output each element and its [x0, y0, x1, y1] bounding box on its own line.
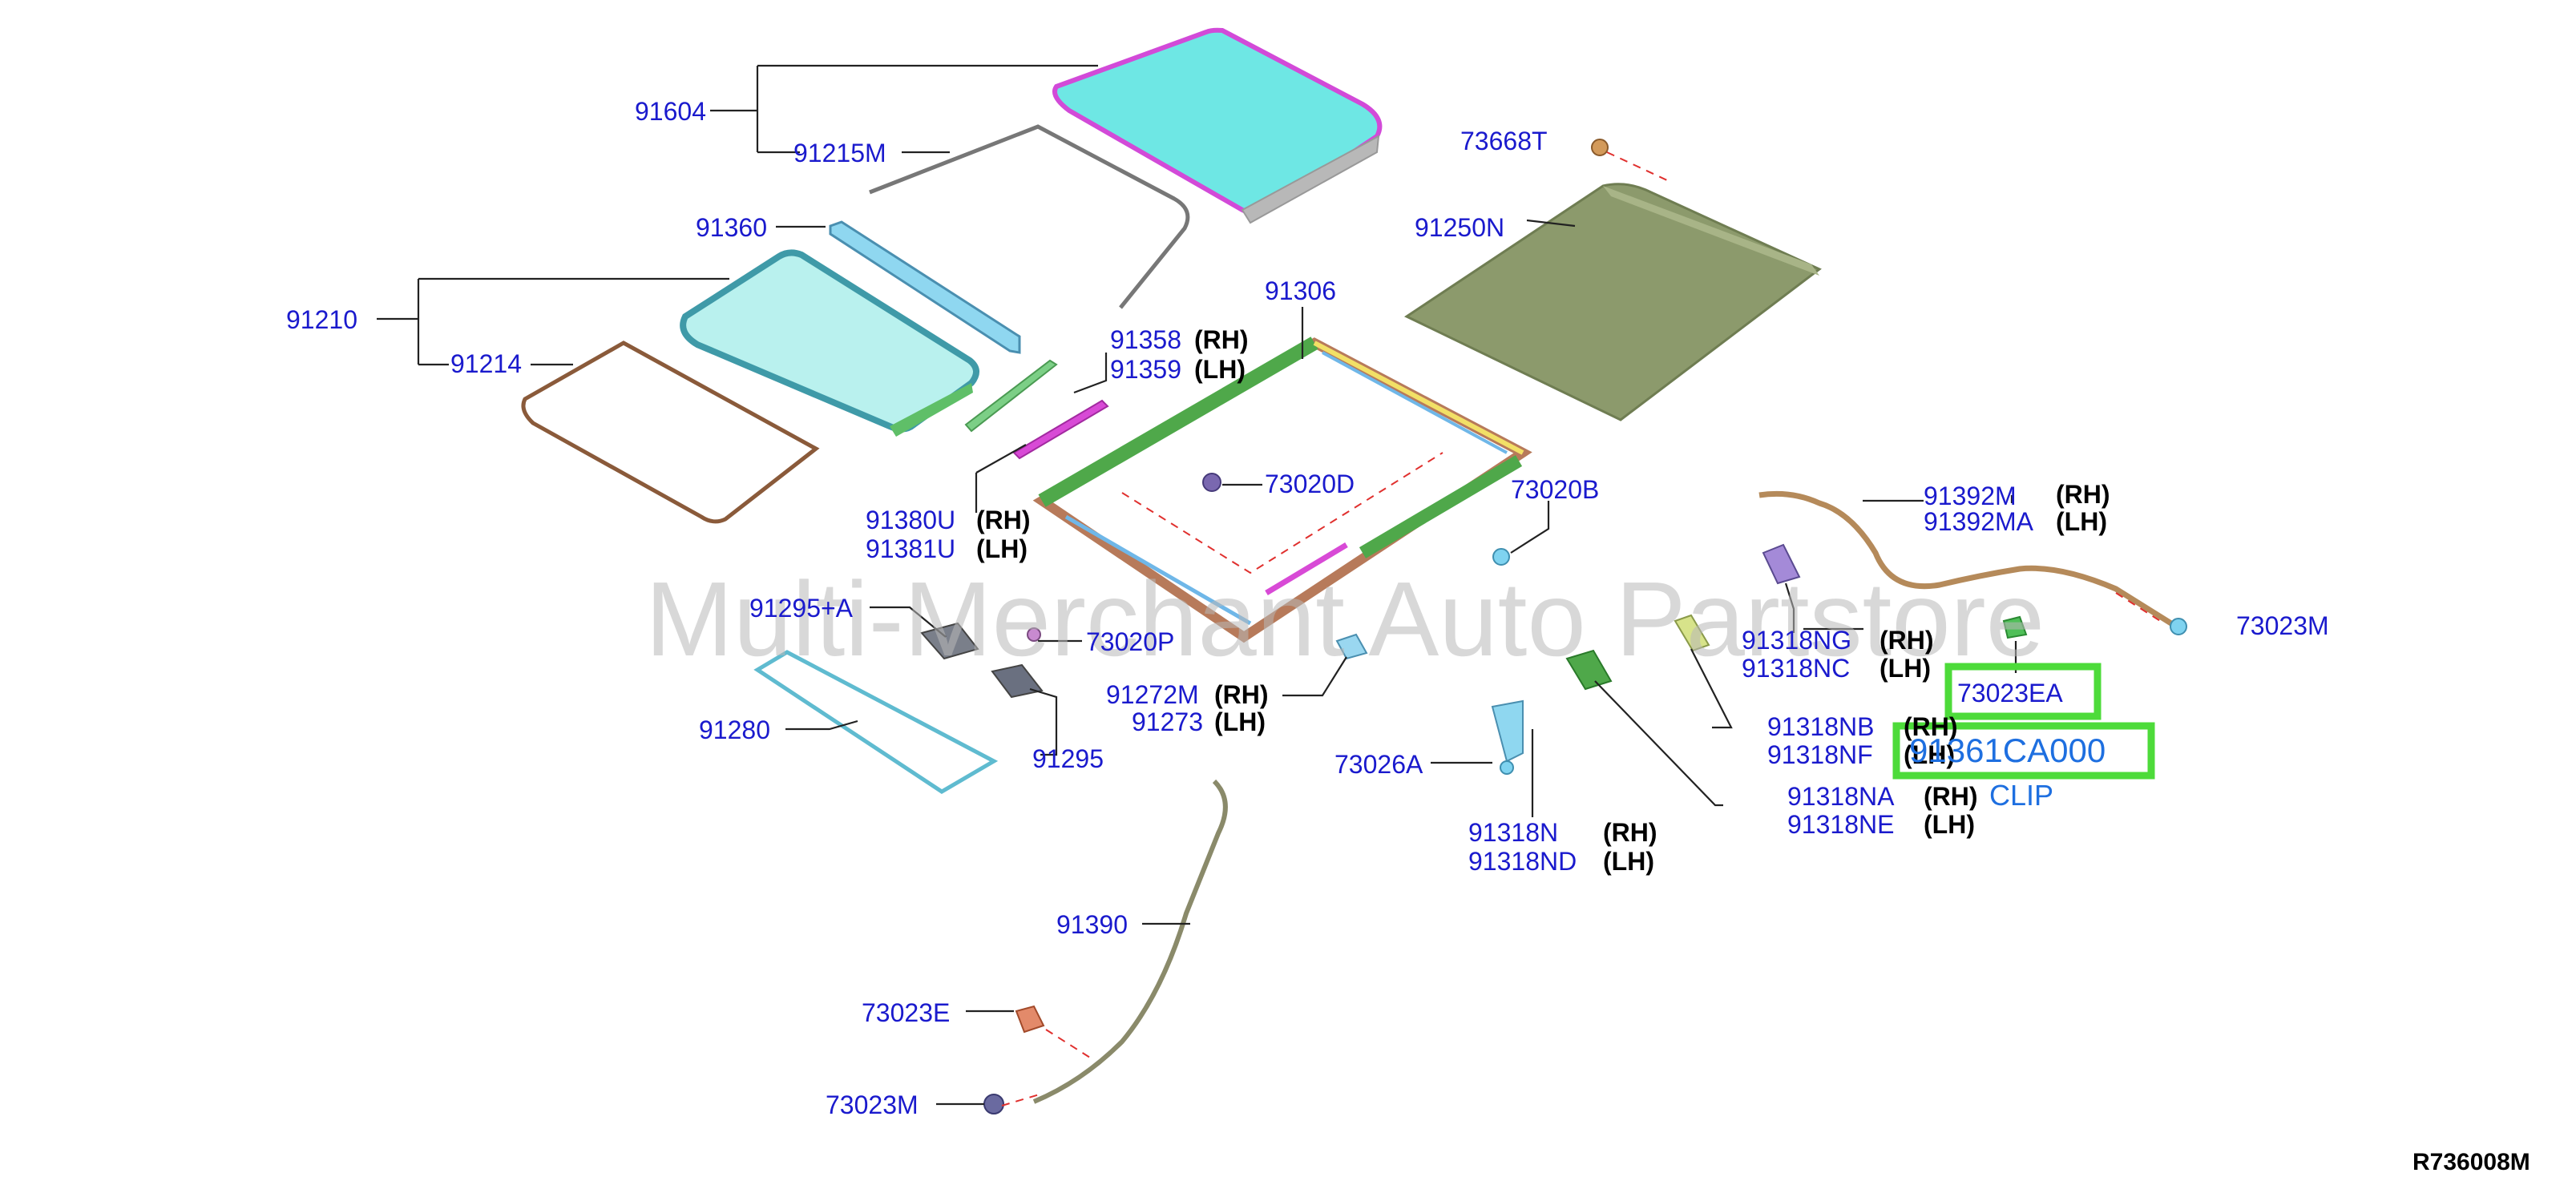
rail-91358-part: [964, 359, 1058, 433]
guide-91318nb-part: [1674, 614, 1710, 652]
motor-91295-part: [920, 622, 1044, 699]
label-91318nd[interactable]: 91318ND: [1468, 847, 1577, 876]
label-73023m-right[interactable]: 73023M: [2236, 611, 2329, 640]
label-91318nb-side: (RH): [1904, 712, 1958, 741]
diagram-ref-code: R736008M: [2412, 1149, 2530, 1175]
label-91318na-side: (RH): [1924, 782, 1978, 811]
clip-73026a-part: [1500, 760, 1514, 775]
frame-91306-part: [1032, 337, 1532, 643]
label-91215m[interactable]: 91215M: [793, 139, 886, 167]
cable-91392m-part: [1758, 490, 2175, 627]
label-91318nf-side: (LH): [1904, 740, 1955, 769]
seal-91215m-part: [869, 124, 1190, 309]
highlight-box-73023ea: [1944, 663, 2102, 720]
label-91272m-side: (RH): [1214, 680, 1269, 709]
label-91392m[interactable]: 91392M: [1924, 482, 2017, 510]
label-clip-desc: CLIP: [1989, 779, 2053, 812]
bolt-73020p-part: [1027, 627, 1041, 642]
label-91295[interactable]: 91295: [1032, 744, 1104, 773]
label-91359[interactable]: 91359: [1110, 355, 1181, 384]
leader-lines: [377, 64, 2165, 1106]
label-91359-side: (LH): [1194, 355, 1246, 384]
label-91380u-side: (RH): [976, 506, 1031, 534]
label-91392ma[interactable]: 91392MA: [1924, 507, 2034, 536]
seal-91214-part: [521, 341, 820, 524]
label-91380u[interactable]: 91380U: [866, 506, 955, 534]
label-91318nf[interactable]: 91318NF: [1767, 740, 1873, 769]
label-91358-side: (RH): [1194, 325, 1249, 354]
guide-91318ng-part: [1762, 543, 1801, 585]
label-73023e[interactable]: 73023E: [862, 998, 950, 1027]
label-91318nc[interactable]: 91318NC: [1742, 654, 1850, 683]
watermark-text: Multi-Merchant Auto Partstore: [645, 560, 2045, 678]
label-91381u-side: (LH): [976, 534, 1028, 563]
guide-91318na-part: [1565, 649, 1613, 691]
glass-panel-91210-part: [680, 249, 979, 437]
bolt-73020d-part: [1202, 473, 1221, 492]
label-91306[interactable]: 91306: [1265, 276, 1336, 305]
label-91280[interactable]: 91280: [699, 715, 770, 744]
guide-91318n-part: [1491, 699, 1524, 763]
label-91392ma-side: (LH): [2056, 507, 2107, 536]
clip-73023ea-part: [2002, 615, 2028, 639]
label-91358[interactable]: 91358: [1110, 325, 1181, 354]
label-91273[interactable]: 91273: [1132, 707, 1203, 736]
label-91318nc-side: (LH): [1880, 654, 1931, 683]
clip-73023e-part: [1015, 1005, 1045, 1034]
label-73020b[interactable]: 73020B: [1511, 475, 1599, 504]
rail-91380u-part: [1012, 399, 1109, 460]
label-91272m[interactable]: 91272M: [1106, 680, 1199, 709]
sunshade-91250n-part: [1403, 183, 1822, 421]
bolt-73668t-part: [1591, 139, 1609, 156]
label-73668t[interactable]: 73668T: [1460, 127, 1548, 155]
label-91318ng[interactable]: 91318NG: [1742, 626, 1851, 655]
label-73026a[interactable]: 73026A: [1334, 750, 1423, 779]
label-91318ng-side: (RH): [1880, 626, 1934, 655]
label-73020d[interactable]: 73020D: [1265, 470, 1355, 498]
label-91361ca000[interactable]: 91361CA000: [1909, 732, 2106, 769]
label-73020p[interactable]: 73020P: [1086, 627, 1174, 656]
trough-91280-part: [753, 650, 999, 794]
label-91318n[interactable]: 91318N: [1468, 818, 1558, 847]
label-91392m-side: (RH): [2056, 480, 2110, 509]
label-91318n-side: (RH): [1603, 818, 1657, 847]
label-91604[interactable]: 91604: [635, 97, 706, 126]
label-91318na[interactable]: 91318NA: [1787, 782, 1895, 811]
label-91273-side: (LH): [1214, 707, 1266, 736]
deflector-91360-part: [829, 220, 1021, 354]
clip-73023m-bottom-part: [983, 1094, 1004, 1114]
label-91295a[interactable]: 91295+A: [749, 594, 854, 623]
clip-73023m-right-part: [2170, 618, 2187, 635]
label-91318nd-side: (LH): [1603, 847, 1654, 876]
label-91210[interactable]: 91210: [286, 305, 357, 334]
label-91318ne[interactable]: 91318NE: [1787, 810, 1894, 839]
bracket-91272m-part: [1335, 633, 1368, 660]
label-91214[interactable]: 91214: [450, 349, 522, 378]
label-73023m-bottom[interactable]: 73023M: [826, 1090, 919, 1119]
bolt-73020b-part: [1492, 548, 1510, 566]
label-73023ea[interactable]: 73023EA: [1957, 679, 2063, 707]
label-91318nb[interactable]: 91318NB: [1767, 712, 1874, 741]
label-91360[interactable]: 91360: [696, 213, 767, 242]
highlight-box-91361ca000: [1892, 722, 2155, 780]
glass-panel-91604-part: [1052, 27, 1383, 224]
label-91318ne-side: (LH): [1924, 810, 1975, 839]
label-91381u[interactable]: 91381U: [866, 534, 955, 563]
label-91390[interactable]: 91390: [1056, 910, 1128, 939]
label-91250n[interactable]: 91250N: [1415, 213, 1504, 242]
cable-91390-part: [1032, 779, 1228, 1104]
